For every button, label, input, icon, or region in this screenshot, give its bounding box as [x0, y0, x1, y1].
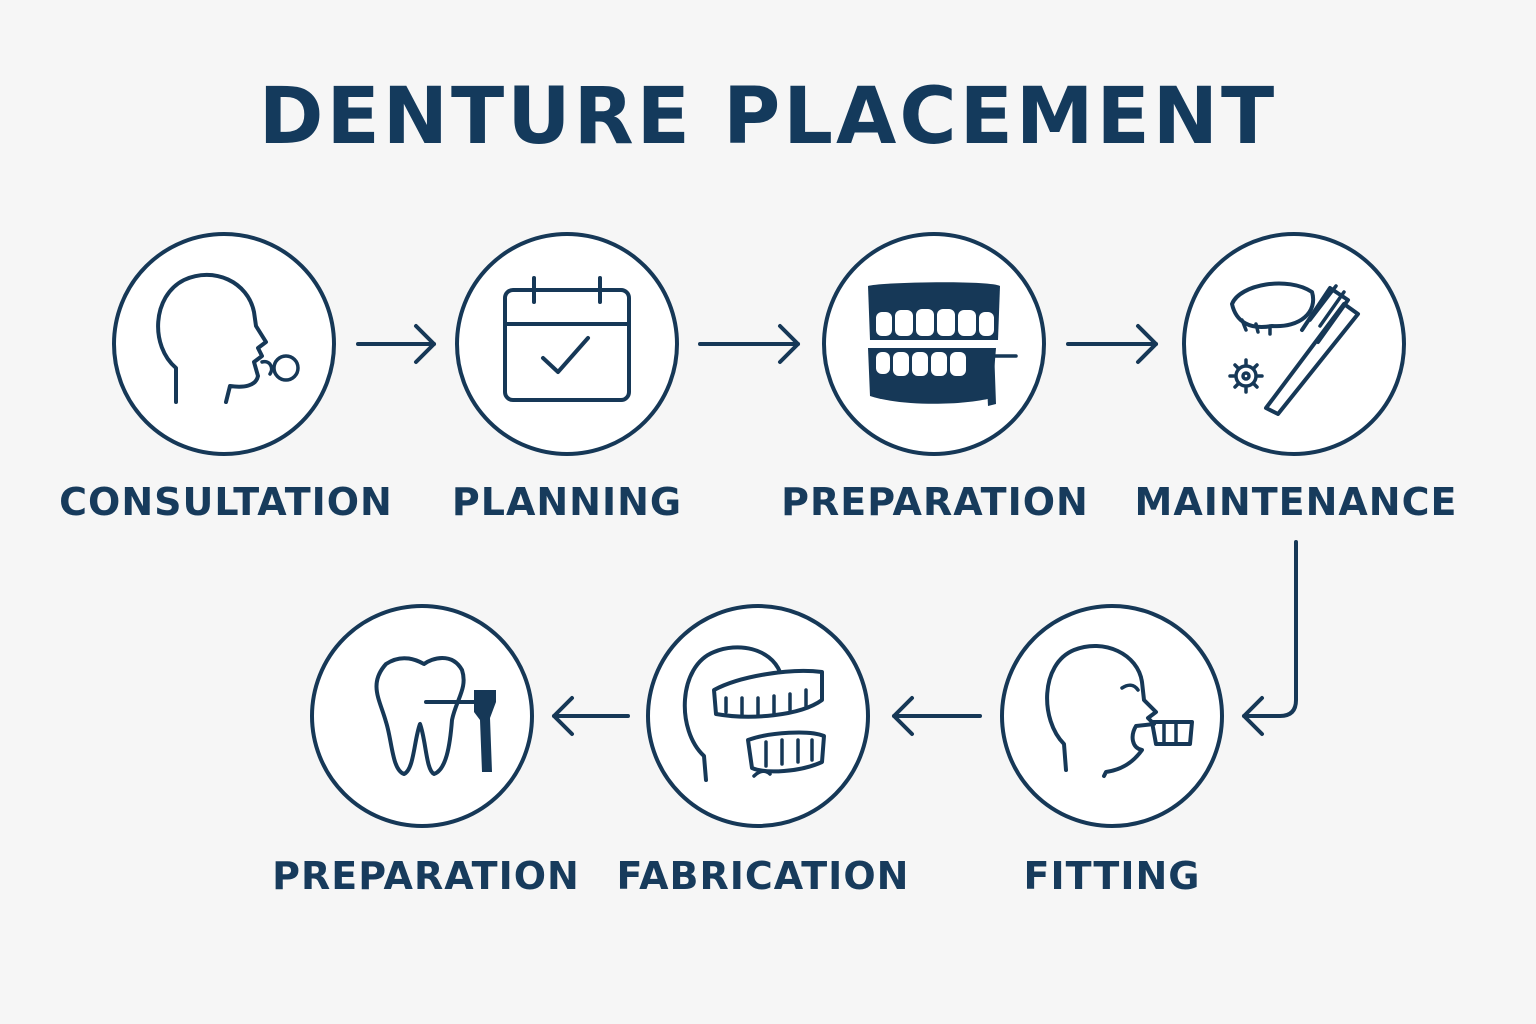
- teeth-drill-icon: [868, 282, 1018, 406]
- step-circle-maintenance: [1182, 232, 1406, 456]
- step-circle-fitting: [1000, 604, 1224, 828]
- toothbrush-denture-icon: [1228, 281, 1360, 416]
- step-label-consultation: CONSULTATION: [59, 480, 393, 524]
- arrow-2-3: [698, 324, 800, 364]
- arrow-5-6: [892, 696, 982, 736]
- step-label-planning: PLANNING: [451, 480, 683, 524]
- step-circle-preparation: [822, 232, 1046, 456]
- arrow-1-2: [356, 324, 436, 364]
- step-label-fabrication: FABRICATION: [616, 854, 910, 898]
- head-denture-icon: [1045, 644, 1194, 778]
- arrow-3-4: [1066, 324, 1158, 364]
- tooth-drill-icon: [374, 656, 496, 776]
- step-label-maintenance: MAINTENANCE: [1134, 480, 1458, 524]
- diagram-title: DENTURE PLACEMENT: [258, 72, 1278, 162]
- head-speaking-icon: [156, 272, 300, 404]
- step-label-fitting: FITTING: [1023, 854, 1201, 898]
- step-circle-preparation-2: [310, 604, 534, 828]
- arrow-6-7: [552, 696, 630, 736]
- step-circle-planning: [455, 232, 679, 456]
- calendar-check-icon: [503, 276, 631, 402]
- head-dentures-icon: [682, 645, 826, 782]
- step-label-preparation: PREPARATION: [781, 480, 1089, 524]
- step-circle-consultation: [112, 232, 336, 456]
- arrow-4-5: [1242, 540, 1298, 736]
- step-label-preparation-2: PREPARATION: [272, 854, 580, 898]
